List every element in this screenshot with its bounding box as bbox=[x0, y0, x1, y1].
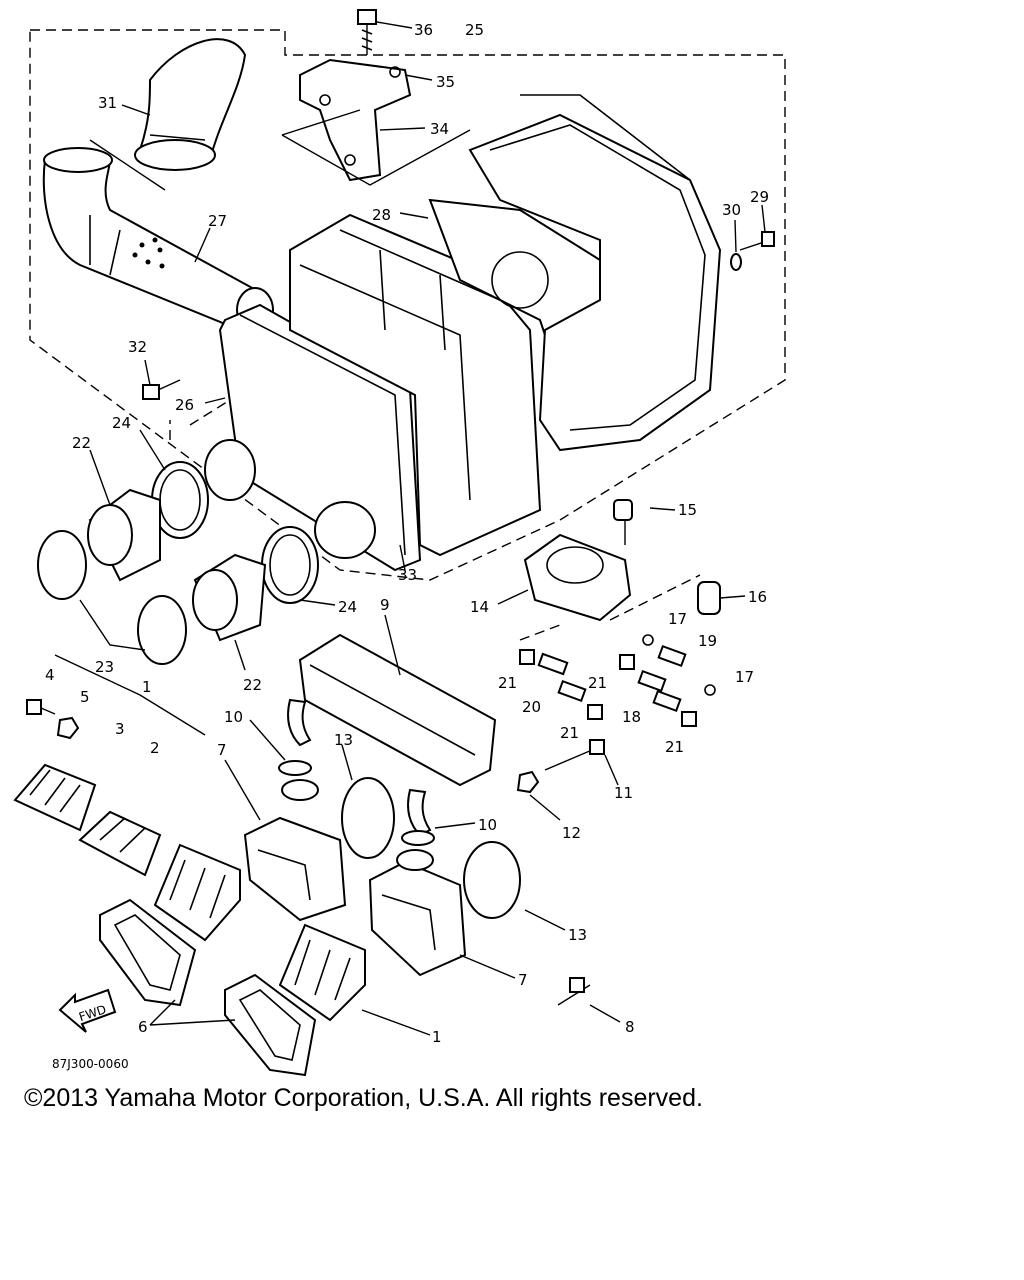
ring-10a bbox=[278, 760, 312, 776]
drawing-code: 87J300-0060 bbox=[52, 1057, 129, 1071]
label-30: 30 bbox=[722, 201, 741, 219]
label-13b: 13 bbox=[568, 926, 587, 944]
label-26: 26 bbox=[175, 396, 194, 414]
clamp-13a bbox=[341, 777, 395, 859]
joint-22b bbox=[192, 553, 267, 642]
stopper-3 bbox=[13, 763, 97, 832]
washer-30 bbox=[730, 253, 742, 271]
label-21a: 21 bbox=[498, 674, 517, 692]
label-32: 32 bbox=[128, 338, 147, 356]
label-21b: 21 bbox=[588, 674, 607, 692]
label-19: 19 bbox=[698, 632, 717, 650]
label-24b: 24 bbox=[338, 598, 357, 616]
label-4: 4 bbox=[45, 666, 55, 684]
label-20: 20 bbox=[522, 698, 541, 716]
label-23: 23 bbox=[95, 658, 114, 676]
clamp-13b bbox=[463, 841, 521, 919]
screw-29 bbox=[739, 231, 775, 251]
fittings-17-21 bbox=[519, 634, 716, 727]
label-22b: 22 bbox=[243, 676, 262, 694]
label-21c: 21 bbox=[560, 724, 579, 742]
label-11: 11 bbox=[614, 784, 633, 802]
label-8: 8 bbox=[625, 1018, 635, 1036]
bolt-4 bbox=[26, 699, 56, 715]
label-10b: 10 bbox=[478, 816, 497, 834]
part-16 bbox=[697, 581, 721, 615]
duct-31 bbox=[134, 38, 247, 171]
label-12: 12 bbox=[562, 824, 581, 842]
label-3: 3 bbox=[115, 720, 125, 738]
label-33: 33 bbox=[398, 566, 417, 584]
gasket-6b bbox=[224, 973, 317, 1077]
airbox-cover bbox=[468, 94, 722, 452]
copyright-notice: ©2013 Yamaha Motor Corporation, U.S.A. A… bbox=[24, 1084, 703, 1112]
bolt-36 bbox=[357, 9, 377, 55]
label-1b: 1 bbox=[432, 1028, 442, 1046]
label-15: 15 bbox=[678, 501, 697, 519]
label-29: 29 bbox=[750, 188, 769, 206]
label-1a: 1 bbox=[142, 678, 152, 696]
fwd-arrow-icon: FWD bbox=[58, 988, 117, 1033]
part-labels: 36 25 35 34 31 27 28 30 29 32 26 24 22 1… bbox=[45, 21, 769, 1046]
ring-10b bbox=[401, 830, 435, 846]
label-24a: 24 bbox=[112, 414, 131, 432]
label-25: 25 bbox=[465, 21, 484, 39]
cap-15 bbox=[613, 499, 633, 521]
duct-27 bbox=[42, 147, 274, 333]
label-17a: 17 bbox=[668, 610, 687, 628]
label-28: 28 bbox=[372, 206, 391, 224]
reed-valve-1b bbox=[278, 923, 366, 1022]
label-31: 31 bbox=[98, 94, 117, 112]
muffler-9 bbox=[287, 633, 497, 837]
label-16: 16 bbox=[748, 588, 767, 606]
label-27: 27 bbox=[208, 212, 227, 230]
bracket-34 bbox=[299, 58, 412, 182]
clamp-23b bbox=[137, 595, 187, 665]
label-7a: 7 bbox=[217, 741, 227, 759]
reed-2 bbox=[78, 810, 162, 877]
label-18: 18 bbox=[622, 708, 641, 726]
body-14 bbox=[523, 533, 632, 622]
label-13a: 13 bbox=[334, 731, 353, 749]
label-14: 14 bbox=[470, 598, 489, 616]
label-5: 5 bbox=[80, 688, 90, 706]
leader-lines bbox=[89, 21, 766, 1036]
bolt-32 bbox=[142, 379, 181, 400]
label-9: 9 bbox=[380, 596, 390, 614]
clamp-23a bbox=[37, 530, 87, 600]
manifold-7a bbox=[243, 779, 347, 922]
label-34: 34 bbox=[430, 120, 449, 138]
nut-5 bbox=[56, 716, 80, 740]
gasket-6a bbox=[99, 898, 197, 1007]
joint-22a bbox=[87, 488, 161, 582]
airbox-middle bbox=[289, 213, 542, 557]
nut-12 bbox=[516, 770, 540, 794]
label-2: 2 bbox=[150, 739, 160, 757]
manifold-7b bbox=[368, 849, 467, 977]
assembly-boundary-25 bbox=[29, 29, 786, 581]
label-21d: 21 bbox=[665, 738, 684, 756]
reed-valve-1a bbox=[153, 843, 241, 942]
label-36: 36 bbox=[414, 21, 433, 39]
bolt-11 bbox=[544, 739, 605, 771]
label-17b: 17 bbox=[735, 668, 754, 686]
label-22a: 22 bbox=[72, 434, 91, 452]
label-6: 6 bbox=[138, 1018, 148, 1036]
label-35: 35 bbox=[436, 73, 455, 91]
bolt-8 bbox=[557, 977, 591, 1006]
exploded-parts-diagram: FWD 87J300-0060 bbox=[13, 9, 786, 1077]
label-10a: 10 bbox=[224, 708, 243, 726]
label-7b: 7 bbox=[518, 971, 528, 989]
